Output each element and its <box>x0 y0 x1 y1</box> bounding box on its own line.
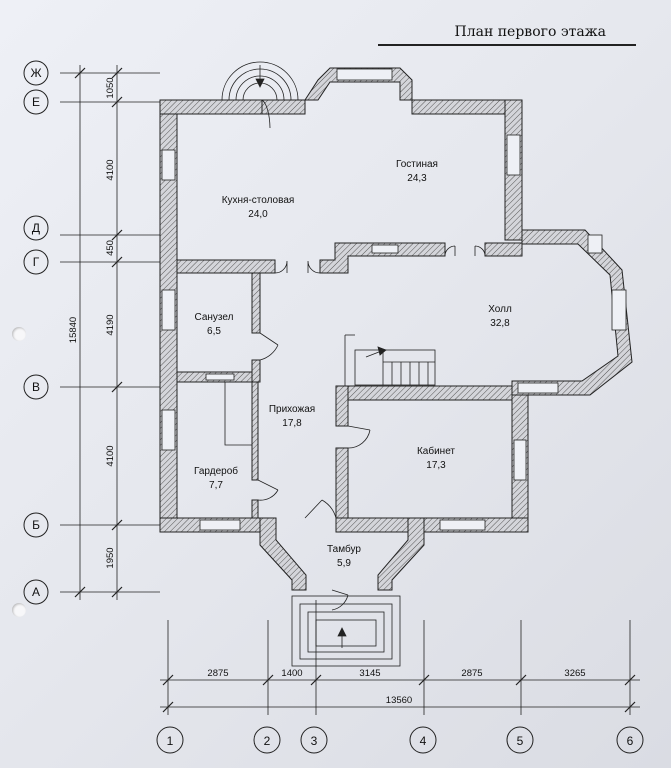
horizontal-dimension-texts: 2875 1400 3145 2875 3265 13560 <box>207 668 585 706</box>
dim-v-4190: 4190 <box>105 314 116 335</box>
dim-v-1950: 1950 <box>105 547 116 568</box>
room-bathroom: Санузел 6,5 <box>195 312 234 337</box>
dim-h-2875-a: 2875 <box>207 668 228 679</box>
dim-v-450: 450 <box>105 240 116 256</box>
axis-bubble-b: Б <box>23 512 49 538</box>
dim-h-3265: 3265 <box>564 668 585 679</box>
room-labels: Кухня-столовая 24,0 Гостиная 24,3 Холл 3… <box>194 159 512 569</box>
axis-bubble-d: Д <box>23 215 49 241</box>
svg-text:Прихожая: Прихожая <box>269 404 315 415</box>
svg-text:Санузел: Санузел <box>195 312 234 323</box>
svg-text:Гостиная: Гостиная <box>396 159 438 170</box>
svg-text:Е: Е <box>32 95 40 109</box>
dim-v-total: 15840 <box>68 317 79 343</box>
room-vestibule: Тамбур 5,9 <box>327 543 361 569</box>
dim-h-2875-b: 2875 <box>461 668 482 679</box>
room-kitchen: Кухня-столовая 24,0 <box>222 195 295 220</box>
svg-text:3: 3 <box>311 734 318 748</box>
room-hall: Холл 32,8 <box>488 304 512 329</box>
axis-bubble-6: 6 <box>616 726 644 754</box>
axis-bubble-e: Е <box>23 89 49 115</box>
binder-hole-bottom <box>12 603 26 617</box>
svg-text:32,8: 32,8 <box>490 318 510 329</box>
room-wardrobe: Гардероб 7,7 <box>194 465 238 491</box>
dim-h-1400: 1400 <box>281 668 302 679</box>
room-living: Гостиная 24,3 <box>396 159 438 184</box>
axis-bubble-a: А <box>23 579 49 605</box>
axis-bubble-v: В <box>23 374 49 400</box>
svg-text:Холл: Холл <box>488 304 512 315</box>
vertical-dimension-texts: 1050 4100 450 4190 4100 1950 15840 <box>68 77 116 568</box>
svg-text:В: В <box>32 380 40 394</box>
svg-text:Б: Б <box>32 518 40 532</box>
entrance-steps <box>291 595 401 667</box>
svg-text:24,3: 24,3 <box>407 173 427 184</box>
dim-v-4100-top: 4100 <box>105 159 116 180</box>
svg-text:1: 1 <box>167 734 174 748</box>
letter-axis-bubbles: Ж Е Д Г В Б А <box>23 60 49 605</box>
axis-bubble-zh: Ж <box>23 60 49 86</box>
axis-bubble-2: 2 <box>253 726 281 754</box>
svg-text:17,8: 17,8 <box>282 418 302 429</box>
axis-bubble-1: 1 <box>156 726 184 754</box>
svg-text:2: 2 <box>264 734 271 748</box>
dim-v-4100-bottom: 4100 <box>105 445 116 466</box>
binder-hole-top <box>12 327 26 341</box>
axis-bubble-5: 5 <box>506 726 534 754</box>
svg-text:4: 4 <box>420 734 427 748</box>
svg-text:Д: Д <box>32 221 40 235</box>
svg-text:5,9: 5,9 <box>337 558 351 569</box>
svg-text:6,5: 6,5 <box>207 326 221 337</box>
svg-text:Тамбур: Тамбур <box>327 543 361 555</box>
horizontal-dimension-lines <box>160 600 640 715</box>
svg-text:Г: Г <box>33 255 40 269</box>
svg-text:24,0: 24,0 <box>248 209 268 220</box>
vertical-dimension-lines <box>60 65 160 600</box>
doors <box>257 99 486 611</box>
room-study: Кабинет 17,3 <box>417 445 455 471</box>
svg-text:6: 6 <box>627 734 634 748</box>
svg-text:5: 5 <box>517 734 524 748</box>
dim-v-1050: 1050 <box>105 77 116 98</box>
outer-walls <box>159 67 633 591</box>
axis-bubble-4: 4 <box>409 726 437 754</box>
svg-text:Кухня-столовая: Кухня-столовая <box>222 195 295 206</box>
dim-h-3145: 3145 <box>359 668 380 679</box>
room-hallway: Прихожая 17,8 <box>269 404 315 429</box>
axis-bubble-3: 3 <box>300 726 328 754</box>
axis-bubble-g: Г <box>23 249 49 275</box>
dim-h-total: 13560 <box>386 695 412 706</box>
svg-text:17,3: 17,3 <box>426 460 446 471</box>
svg-text:7,7: 7,7 <box>209 480 223 491</box>
svg-text:А: А <box>32 585 40 599</box>
staircase <box>344 334 436 386</box>
svg-text:Гардероб: Гардероб <box>194 465 238 477</box>
number-axis-bubbles: 1 2 3 4 5 6 <box>156 726 644 754</box>
svg-text:Ж: Ж <box>30 66 41 80</box>
plan-title: План первого этажа <box>378 24 636 46</box>
windows <box>161 68 627 531</box>
svg-text:Кабинет: Кабинет <box>417 445 455 457</box>
north-porch-steps <box>221 61 299 101</box>
